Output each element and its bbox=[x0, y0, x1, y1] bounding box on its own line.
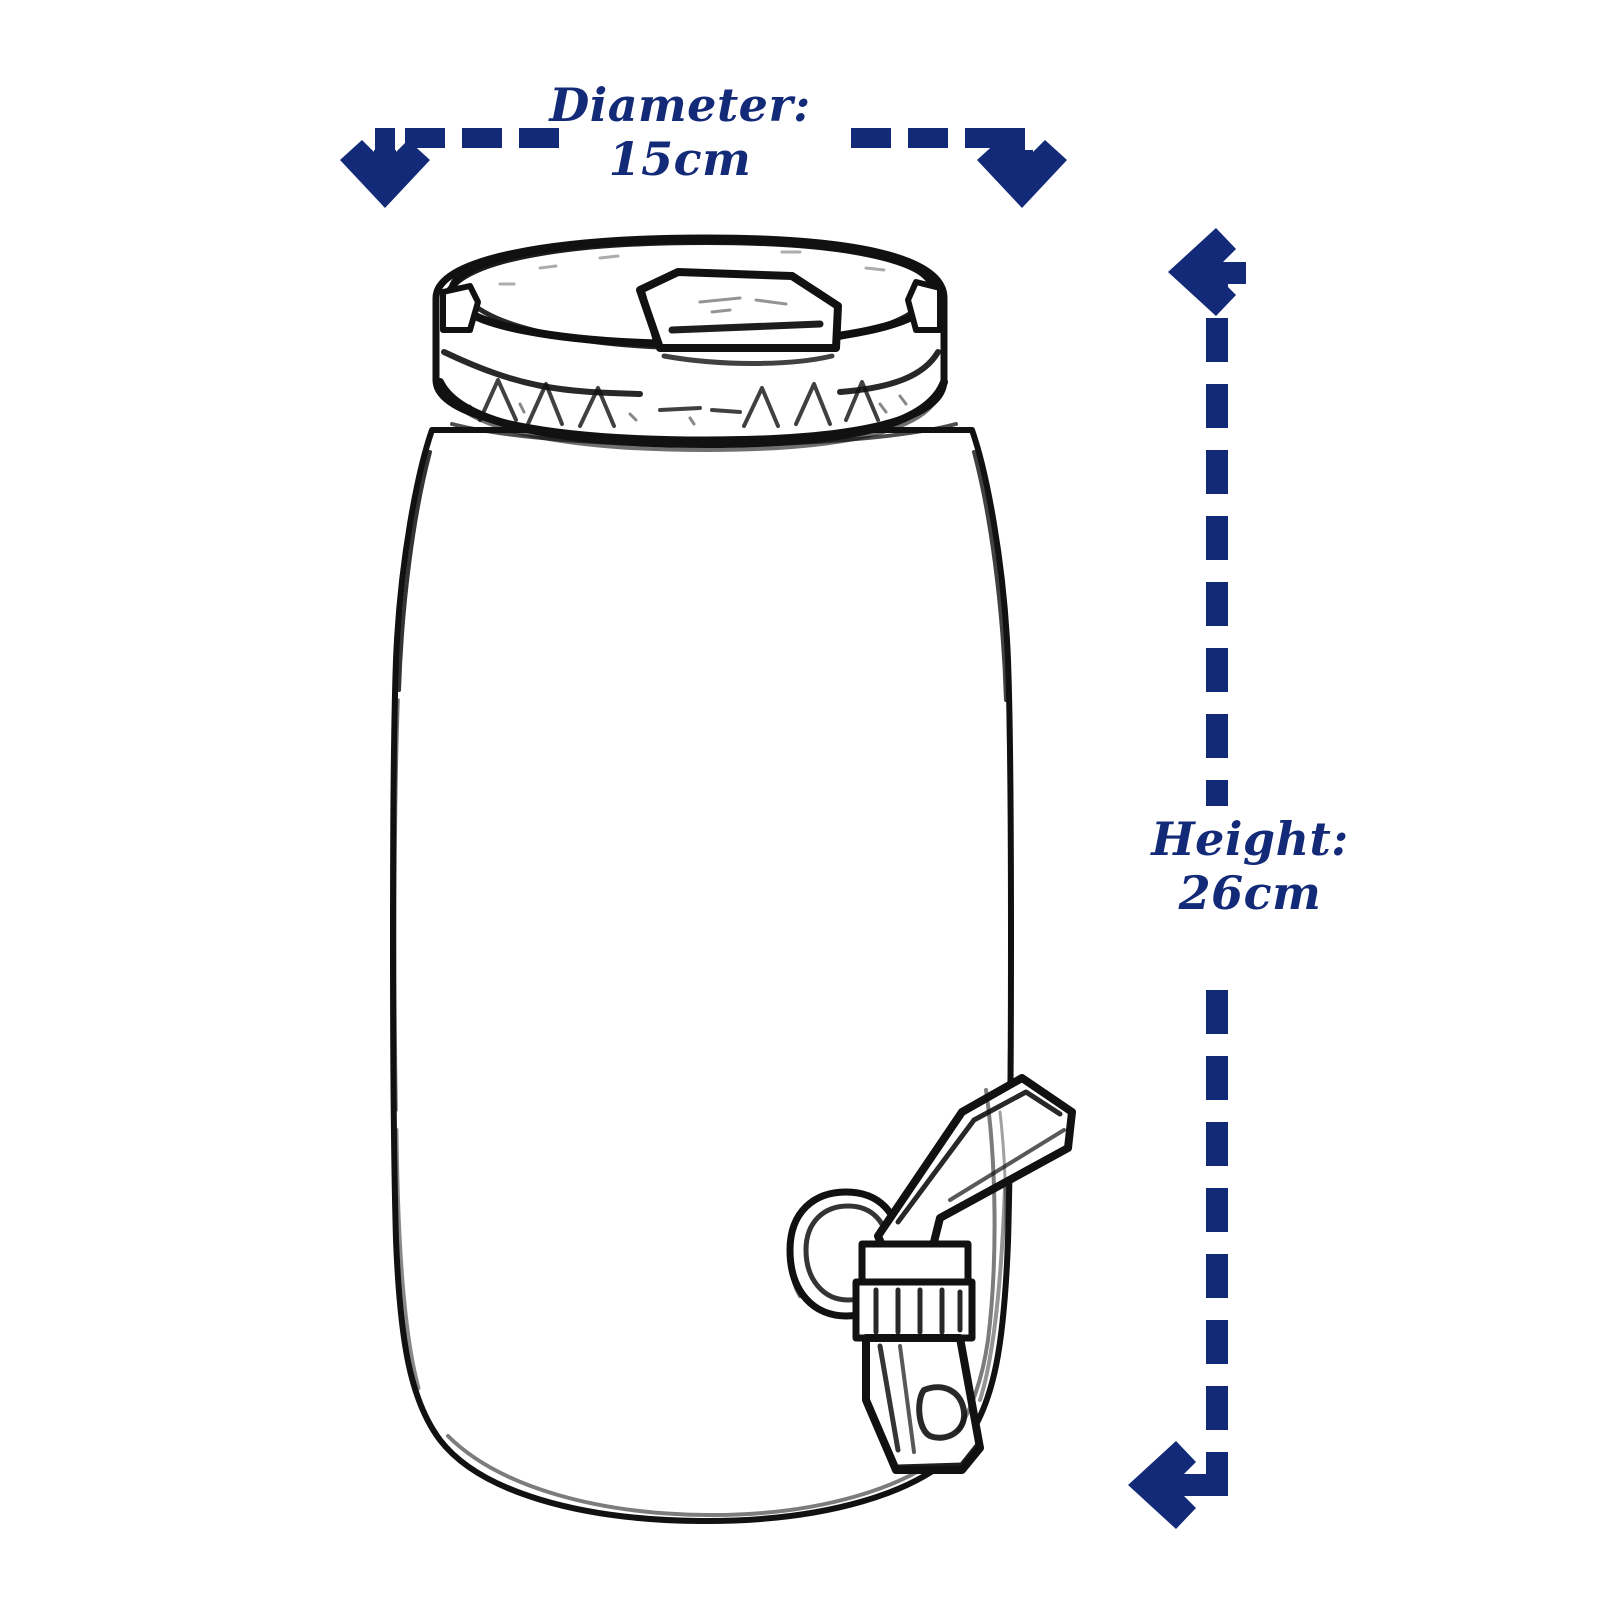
lid-bottom-rim bbox=[436, 378, 948, 448]
tap-jar-shadow bbox=[956, 1088, 997, 1432]
tap-spout-opening bbox=[916, 1384, 968, 1441]
lid-bottom-rim-2 bbox=[450, 398, 938, 452]
height-top-corner bbox=[1206, 262, 1228, 302]
lid-notch-right bbox=[905, 279, 943, 333]
diameter-dimension-label: Diameter: 15cm bbox=[549, 78, 811, 187]
body-left-stroke-d bbox=[391, 558, 406, 842]
diameter-left-arrow-shaft bbox=[374, 150, 396, 192]
tap-nut-ridges bbox=[873, 1287, 963, 1335]
lid-center-tab-left-edge bbox=[640, 289, 659, 347]
tap-jar-shadow2 bbox=[998, 1110, 1008, 1350]
body-bottom-stroke bbox=[446, 1434, 962, 1518]
lid-center-tab-base bbox=[661, 353, 835, 366]
height-dimension-label: Height: 26cm bbox=[1151, 812, 1349, 921]
tap-flange-arc bbox=[788, 1210, 802, 1298]
body-left-stroke-c bbox=[393, 1127, 421, 1391]
lid-knurl-marks bbox=[478, 378, 880, 428]
lid-center-tab-sparkle bbox=[698, 296, 788, 314]
height-dashes-lower bbox=[1206, 990, 1228, 1430]
lid-notch-left bbox=[440, 283, 481, 333]
body-right-stroke-a bbox=[972, 450, 1008, 702]
height-dashes-upper bbox=[1206, 318, 1228, 806]
tap-lever-crease2 bbox=[948, 1128, 1066, 1202]
body-right-stroke-b bbox=[1006, 718, 1012, 1122]
tap-spout-line-a bbox=[877, 1343, 901, 1453]
lid-rim-highlight bbox=[445, 239, 941, 295]
lid-center-tab-crease bbox=[668, 320, 824, 334]
tap-lever-crease bbox=[895, 1089, 1063, 1225]
diameter-right-arrow-shaft bbox=[1011, 150, 1033, 192]
body-right-stroke-c bbox=[978, 1158, 1008, 1402]
height-bottom-arrow-shaft bbox=[1172, 1474, 1228, 1496]
height-bottom-arrowhead bbox=[1128, 1441, 1196, 1529]
body-left-stroke-a bbox=[397, 450, 432, 692]
tap-spout-line-b bbox=[898, 1344, 916, 1454]
lid-band-divider bbox=[441, 349, 941, 397]
body-left-stroke-b bbox=[392, 698, 400, 1112]
lid-top-speckles bbox=[498, 250, 886, 286]
tap-spout-base bbox=[894, 1442, 982, 1472]
